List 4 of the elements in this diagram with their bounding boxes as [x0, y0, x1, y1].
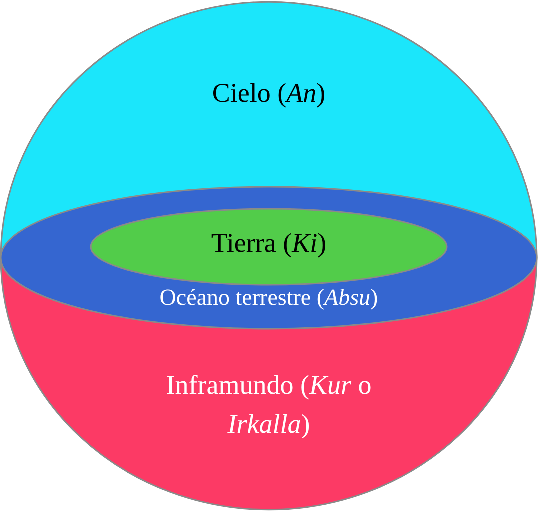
- region-label: Tierra (Ki): [211, 228, 327, 259]
- region-label: Cielo (An): [212, 78, 326, 109]
- region-label: Océano terrestre (Absu): [160, 285, 378, 311]
- region-label: Inframundo (Kur o Irkalla): [165, 369, 373, 442]
